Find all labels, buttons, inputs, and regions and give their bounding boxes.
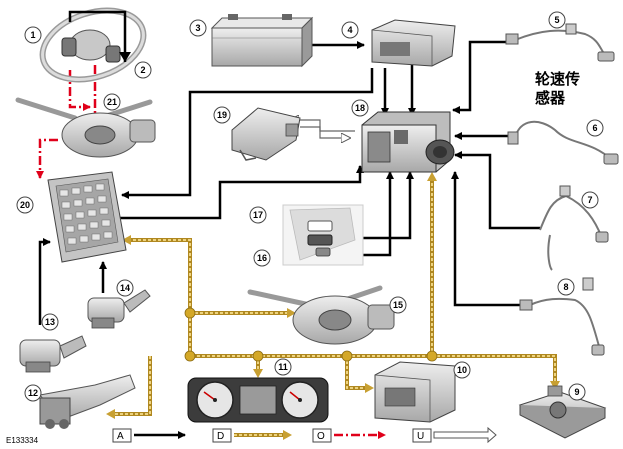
callout-number-9: 9	[574, 387, 579, 397]
legend-key-u: U	[417, 431, 424, 442]
steering-angle-sensor-component	[247, 285, 395, 345]
callout-16: 16	[253, 249, 271, 267]
callout-14: 14	[116, 279, 134, 297]
callout-number-2: 2	[140, 65, 145, 75]
callout-number-12: 12	[28, 388, 38, 398]
legend-item-a: A	[112, 428, 186, 443]
callout-number-14: 14	[120, 283, 130, 293]
callout-3: 3	[189, 19, 207, 37]
callout-number-7: 7	[587, 195, 592, 205]
switch-panel-component	[282, 204, 364, 266]
restraints-control-module-component	[371, 19, 456, 67]
hardwired-lines	[38, 40, 540, 325]
clock-spring-component	[15, 97, 156, 158]
steering-wheel-component	[39, 7, 147, 83]
callout-8: 8	[557, 278, 575, 296]
callout-20: 20	[16, 196, 34, 214]
callout-2: 2	[134, 61, 152, 79]
callout-18: 18	[351, 99, 369, 117]
legend: A D O U	[112, 426, 497, 444]
callout-number-21: 21	[107, 97, 117, 107]
yaw-rate-sensor-component	[231, 107, 301, 161]
wheel-speed-sensor-label-line2: 感器	[535, 89, 566, 107]
parking-brake-actuator-component	[518, 385, 607, 439]
brake-switch-component	[87, 289, 151, 329]
callout-21: 21	[103, 93, 121, 111]
wheel-speed-sensor-front-left-component	[507, 120, 619, 165]
brake-pedal-switch-component	[19, 335, 87, 373]
callout-6: 6	[586, 119, 604, 137]
legend-key-o: O	[317, 431, 325, 442]
callout-19: 19	[213, 106, 231, 124]
lin-bus-lines	[36, 65, 99, 179]
callout-17: 17	[249, 206, 267, 224]
callout-number-17: 17	[253, 210, 263, 220]
callout-number-6: 6	[592, 123, 597, 133]
wheel-speed-sensor-rear-right-component	[539, 185, 609, 271]
instrument-cluster-component	[187, 377, 329, 423]
reference-code: E133334	[6, 436, 39, 445]
callout-number-18: 18	[355, 103, 365, 113]
callout-15: 15	[389, 296, 407, 314]
callout-number-10: 10	[457, 365, 467, 375]
callout-9: 9	[568, 383, 586, 401]
legend-key-d: D	[217, 431, 224, 442]
callout-number-11: 11	[278, 362, 288, 372]
legend-key-a: A	[117, 431, 124, 442]
callout-13: 13	[41, 313, 59, 331]
callout-number-16: 16	[257, 253, 267, 263]
callout-7: 7	[581, 191, 599, 209]
legend-item-u: U	[412, 426, 497, 444]
callout-12: 12	[24, 384, 42, 402]
callout-number-5: 5	[554, 15, 559, 25]
wheel-speed-sensor-label-line1: 轮速传	[535, 70, 580, 88]
steering-column-component	[39, 374, 136, 429]
can-bus-lines	[106, 172, 560, 419]
callout-1: 1	[24, 26, 42, 44]
callout-10: 10	[453, 361, 471, 379]
wheel-speed-sensor-front-right-component	[505, 23, 615, 62]
callout-5: 5	[548, 11, 566, 29]
abs-modulator-component	[361, 111, 455, 173]
battery-component	[210, 14, 314, 68]
callout-number-8: 8	[563, 282, 568, 292]
hollow-arrows	[290, 120, 355, 138]
callout-number-13: 13	[45, 317, 55, 327]
callout-number-20: 20	[20, 200, 30, 210]
legend-item-o: O	[312, 428, 386, 443]
legend-item-d: D	[212, 428, 292, 443]
callout-4: 4	[341, 21, 359, 39]
callout-number-19: 19	[217, 110, 227, 120]
body-control-module-component	[47, 171, 127, 263]
callout-number-1: 1	[30, 30, 35, 40]
callout-number-3: 3	[195, 23, 200, 33]
callout-number-15: 15	[393, 300, 403, 310]
callout-number-4: 4	[347, 25, 352, 35]
wheel-speed-sensor-rear-left-component	[519, 277, 605, 356]
callout-11: 11	[274, 358, 292, 376]
transmission-control-module-component	[374, 361, 456, 423]
